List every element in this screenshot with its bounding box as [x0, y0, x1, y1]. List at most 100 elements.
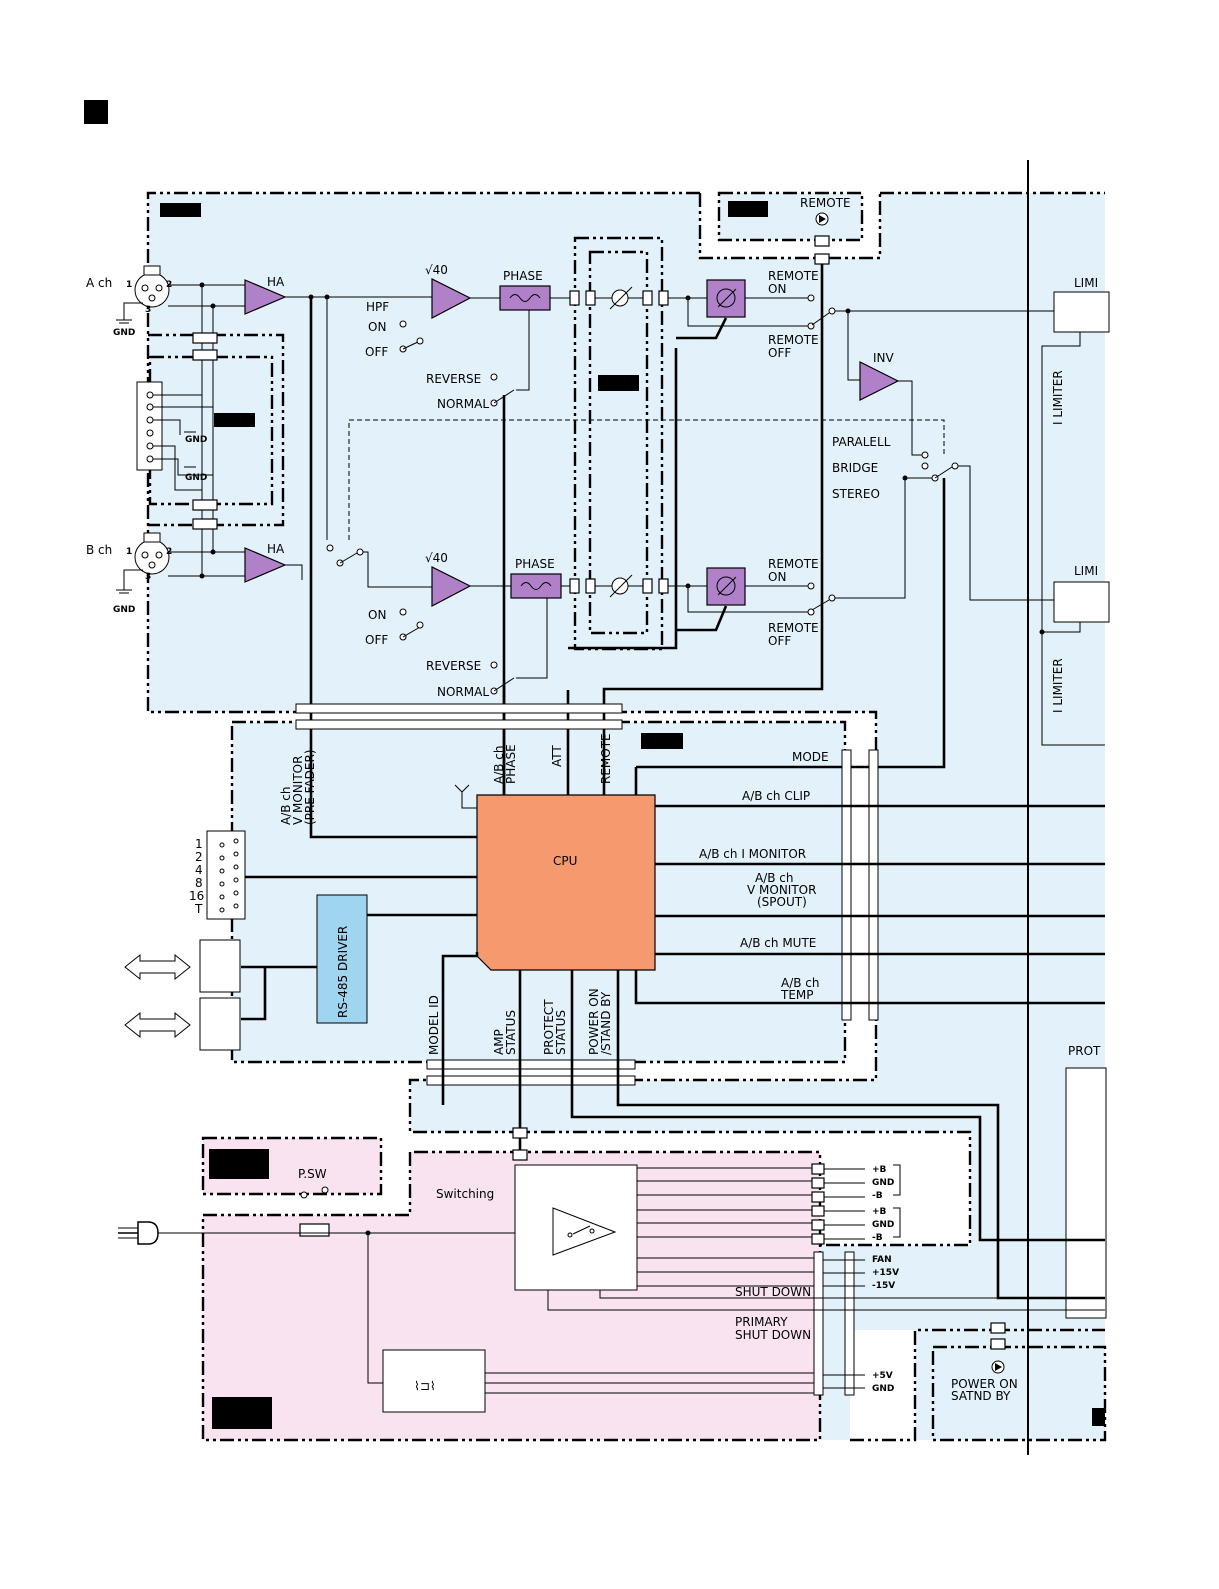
limiter-section: LIMI LIMI I LIMITER I LIMITER PROT — [1027, 160, 1110, 1455]
limiter-label-b: LIMI — [1074, 564, 1098, 578]
power-section: P.SW Switching ⌇⊐⌇ +B GN — [118, 1163, 1105, 1413]
svg-text:1: 1 — [126, 547, 132, 557]
hpf-label: HPF — [366, 300, 389, 314]
svg-text:4: 4 — [195, 863, 203, 877]
normal-label-b: NORMAL — [437, 685, 489, 699]
title-marker — [84, 100, 108, 124]
svg-text:⌇⊐⌇: ⌇⊐⌇ — [414, 1379, 436, 1393]
svg-text:ATT: ATT — [550, 745, 564, 767]
normal-label-a: NORMAL — [437, 397, 489, 411]
reverse-label-b: REVERSE — [426, 659, 481, 673]
svg-text:REMOTE: REMOTE — [768, 621, 819, 635]
rs485-section: RS-485 DRIVER — [124, 894, 477, 1051]
board-label-remote — [728, 201, 768, 217]
rail2-2: -B — [872, 1233, 883, 1243]
svg-text:V MONITOR: V MONITOR — [747, 883, 816, 897]
hpf-off-a: OFF — [365, 345, 388, 359]
ha-label-b: HA — [267, 542, 285, 556]
svg-text:(SPOUT): (SPOUT) — [757, 895, 807, 909]
b-ch-label: B ch — [86, 543, 112, 557]
rail3-0: FAN — [872, 1255, 892, 1265]
svg-text:REMOTE: REMOTE — [768, 333, 819, 347]
rail3-2: -15V — [872, 1281, 895, 1291]
phase-label-b: PHASE — [515, 557, 555, 571]
hpf-on-b: ON — [368, 608, 386, 622]
rail2-1: GND — [872, 1220, 894, 1230]
board-label-input — [160, 203, 201, 217]
hpf-off-b: OFF — [365, 633, 388, 647]
board-labels — [84, 100, 1105, 1429]
svg-text:A/B ch: A/B ch — [492, 745, 506, 784]
board-label-att — [598, 375, 639, 391]
rail1-2: -B — [872, 1191, 883, 1201]
svg-text:MODEL ID: MODEL ID — [427, 995, 441, 1055]
cpu-label: CPU — [553, 854, 577, 868]
phase-box-b — [510, 573, 562, 599]
svg-text:T: T — [194, 902, 203, 916]
rs485-label: RS-485 DRIVER — [336, 926, 350, 1018]
board-label-standby — [1092, 1408, 1105, 1426]
svg-text:REMOTE: REMOTE — [768, 269, 819, 283]
gnd-label-b: GND — [113, 605, 135, 615]
channel-a-chain: HA HPF ON OFF √40 PHASE REVERSE NORMAL — [244, 263, 1054, 411]
svg-text:MODE: MODE — [792, 750, 829, 764]
inv-amp — [859, 361, 900, 401]
shut-down-label: SHUT DOWN — [735, 1285, 811, 1299]
gain-label-a: √40 — [425, 263, 448, 277]
svg-text:TEMP: TEMP — [780, 988, 814, 1002]
input-wiring: GND GND — [136, 282, 245, 579]
phase-label-a: PHASE — [503, 269, 543, 283]
standby-board — [933, 1330, 1105, 1440]
svg-text:V MONITOR: V MONITOR — [291, 756, 305, 825]
control-buses — [295, 264, 879, 1086]
a-ch-label: A ch — [86, 276, 112, 290]
svg-text:PHASE: PHASE — [504, 744, 518, 784]
i-limiter-label-a: I LIMITER — [1051, 370, 1065, 425]
svg-text:PROTECT: PROTECT — [542, 999, 556, 1055]
svg-text:ON: ON — [768, 282, 786, 296]
svg-text:REMOTE: REMOTE — [599, 733, 613, 784]
low-rail-0: +5V — [872, 1371, 893, 1381]
power-board — [203, 1152, 820, 1440]
svg-text:1: 1 — [195, 837, 203, 851]
switching-label: Switching — [436, 1187, 494, 1201]
ha-amp-a — [244, 279, 287, 315]
protect-label: PROT — [1068, 1044, 1101, 1058]
mode-section: INV PARALELL BRIDGE STEREO — [348, 311, 1054, 769]
svg-text:STATUS: STATUS — [554, 1010, 568, 1055]
rail1-0: +B — [872, 1165, 887, 1175]
board-label-ext — [214, 413, 255, 427]
svg-text:16: 16 — [189, 889, 204, 903]
svg-text:OFF: OFF — [768, 634, 791, 648]
svg-text:SHUT DOWN: SHUT DOWN — [735, 1328, 811, 1342]
svg-text:POWER ON: POWER ON — [587, 988, 601, 1055]
gain-amp-b — [431, 566, 472, 607]
cpu-top-labels: A/B ch V MONITOR (PRE FADER) A/B ch PHAS… — [279, 733, 613, 825]
board-backgrounds — [148, 193, 1105, 1440]
svg-text:PRIMARY: PRIMARY — [735, 1315, 788, 1329]
remote-label: REMOTE — [800, 196, 851, 210]
svg-text:A/B ch: A/B ch — [781, 976, 820, 990]
stereo-label: STEREO — [832, 487, 880, 501]
ha-amp-b — [244, 547, 287, 583]
svg-text:POWER ON: POWER ON — [951, 1377, 1018, 1391]
ha-label-a: HA — [267, 275, 285, 289]
parallel-label: PARALELL — [832, 435, 891, 449]
low-rail-1: GND — [872, 1384, 894, 1394]
svg-text:3: 3 — [145, 305, 151, 315]
limiter-label-a: LIMI — [1074, 276, 1098, 290]
svg-text:8: 8 — [195, 876, 203, 890]
svg-text:A/B ch MUTE: A/B ch MUTE — [740, 936, 816, 950]
svg-text:ON: ON — [768, 570, 786, 584]
rail1-1: GND — [872, 1178, 894, 1188]
i-limiter-label-b: I LIMITER — [1051, 658, 1065, 713]
svg-text:OFF: OFF — [768, 346, 791, 360]
dip-switch: 12 48 16T — [189, 830, 477, 920]
svg-text:A/B ch: A/B ch — [755, 871, 794, 885]
svg-text:AMP: AMP — [492, 1029, 506, 1055]
bridge-label: BRIDGE — [832, 461, 878, 475]
rail3-1: +15V — [872, 1268, 899, 1278]
svg-text:/STAND BY: /STAND BY — [599, 991, 613, 1055]
input-board — [148, 193, 1105, 1440]
channel-b-chain: HA ON OFF √40 PHASE REVERSE NORMAL — [244, 297, 906, 699]
